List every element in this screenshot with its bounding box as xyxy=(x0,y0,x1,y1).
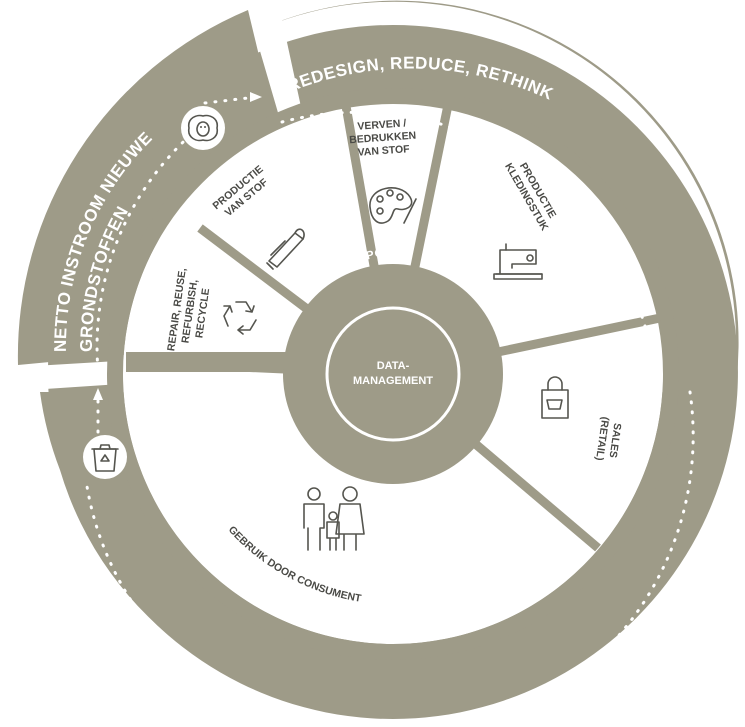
segment-sales-label-1: SALES xyxy=(607,422,624,458)
recycle-bin-icon xyxy=(91,444,119,472)
shopping-bag-icon xyxy=(541,376,569,419)
transport-ring xyxy=(283,264,503,484)
segment-verven-label-2: BEDRUKKEN xyxy=(349,130,417,147)
sheep-icon xyxy=(187,114,219,142)
segment-verven-label-3: VAN STOF xyxy=(357,143,410,159)
fabric-roll-icon xyxy=(266,228,305,270)
inner-ring-edge xyxy=(107,88,679,660)
recycle-icon xyxy=(223,301,257,335)
sheep-badge xyxy=(181,106,225,150)
hub-ring xyxy=(325,306,461,442)
bin-badge xyxy=(83,435,127,479)
left-divider-bar xyxy=(126,352,300,372)
arrow-to-left-band xyxy=(93,388,103,400)
segment-verven: VERVEN / BEDRUKKEN VAN STOF xyxy=(349,117,417,159)
hub-label-line2: MANAGEMENT xyxy=(353,375,433,387)
segment-verven-label-1: VERVEN / xyxy=(357,117,407,132)
sewing-machine-icon xyxy=(493,243,543,280)
family-icon xyxy=(303,486,365,551)
segment-repair: REPAIR, REUSE, REFURBISH, RECYCLE xyxy=(165,267,212,352)
hub-label-line1: DATA- xyxy=(377,360,410,372)
arrow-to-top-band xyxy=(250,92,262,102)
palette-icon xyxy=(369,187,417,224)
